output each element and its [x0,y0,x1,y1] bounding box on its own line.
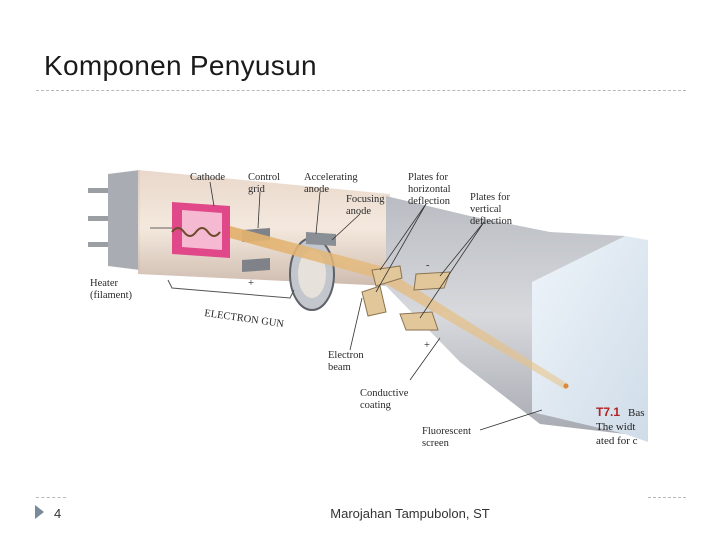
beam-spot [564,384,569,389]
label-control-grid-2: grid [248,184,266,195]
label-hplates-2: horizontal [408,184,451,195]
label-focus-anode-1: Focusing [346,194,385,205]
label-hplates-3: deflection [408,196,451,207]
footer-divider-left [36,497,66,498]
label-cathode: Cathode [190,172,225,183]
label-screen-1: Fluorescent [422,426,471,437]
tube-base [108,170,140,270]
footer-author: Marojahan Tampubolon, ST [0,506,720,521]
caption-line-2: The widt [596,421,635,433]
label-coating-2: coating [360,400,392,411]
caption-line-3: ated for c [596,435,638,447]
label-coating-1: Conductive [360,388,409,399]
label-plus-1: + [248,278,254,289]
slide-title: Komponen Penyusun [44,50,317,82]
footer-divider-right [648,497,686,498]
label-vplates-2: vertical [470,204,502,215]
label-accel-anode-2: anode [304,184,329,195]
electron-gun-bracket [168,280,294,298]
label-accel-anode-1: Accelerating [304,172,358,183]
label-focus-anode-2: anode [346,206,371,217]
label-electron-beam-2: beam [328,362,351,373]
label-control-grid-1: Control [248,172,280,183]
caption-number: T7.1 [596,405,620,419]
label-vplates-3: deflection [470,216,513,227]
caption-line-1: Bas [628,407,645,419]
label-hplates-1: Plates for [408,172,448,183]
label-vplates-1: Plates for [470,192,510,203]
label-heater-1: Heater [90,278,118,289]
label-heater-2: (filament) [90,290,132,301]
label-screen-2: screen [422,438,450,449]
label-plus-2: + [424,340,430,351]
title-divider [36,90,686,91]
label-minus: - [426,260,430,271]
label-electron-beam-1: Electron [328,350,364,361]
label-electron-gun: ELECTRON GUN [204,308,285,330]
crt-diagram: Cathode Control grid Accelerating anode … [80,162,648,462]
cathode [172,202,230,258]
